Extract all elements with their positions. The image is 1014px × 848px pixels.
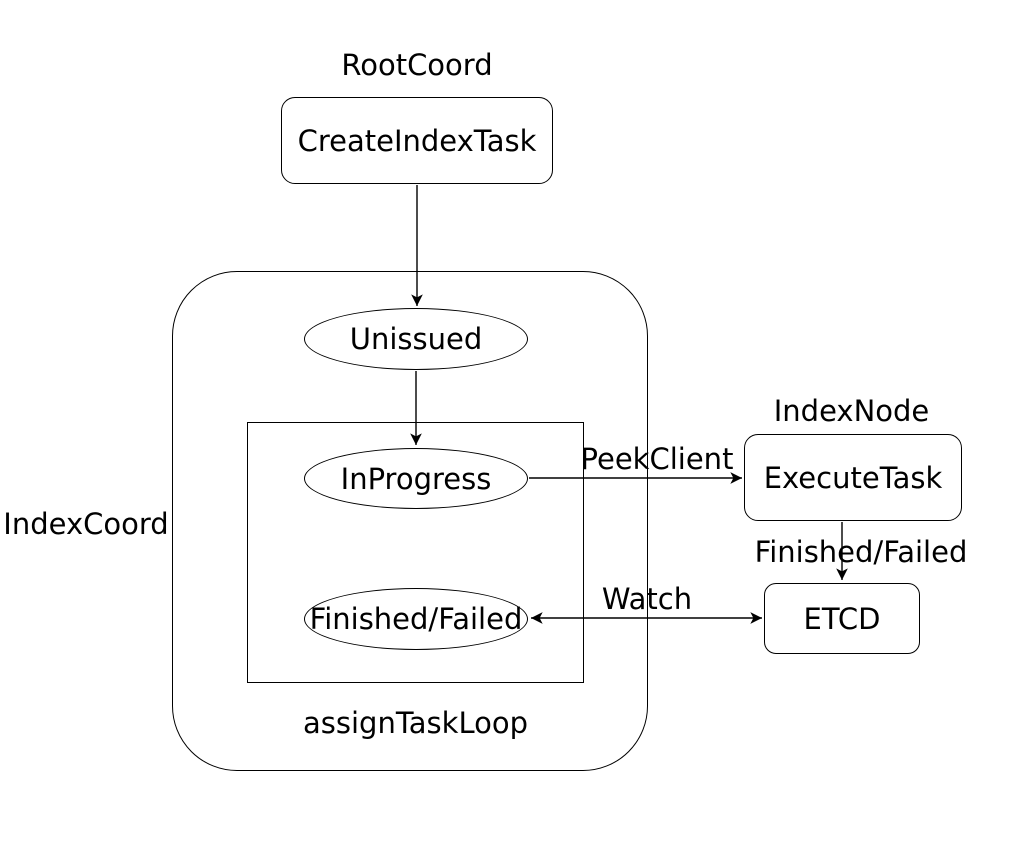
node-etcd: ETCD [764, 583, 920, 654]
node-create-index-task: CreateIndexTask [281, 97, 553, 184]
node-in-progress: InProgress [304, 448, 528, 509]
node-create-index-task-label: CreateIndexTask [297, 123, 537, 158]
node-finished-failed: Finished/Failed [304, 588, 528, 650]
index-node-label: IndexNode [773, 394, 930, 428]
index-coord-label: IndexCoord [3, 507, 169, 541]
assign-task-loop-label: assignTaskLoop [303, 706, 528, 740]
edge-label-peek-client: PeekClient [580, 442, 734, 476]
index-coord-container [172, 271, 648, 771]
edge-label-watch: Watch [601, 582, 693, 616]
root-coord-label: RootCoord [341, 48, 493, 82]
node-finished-failed-label: Finished/Failed [309, 602, 523, 636]
edge-label-finished-failed: Finished/Failed [754, 535, 968, 569]
node-etcd-label: ETCD [803, 601, 881, 636]
node-execute-task: ExecuteTask [744, 434, 962, 521]
node-execute-task-label: ExecuteTask [763, 460, 943, 495]
node-unissued: Unissued [304, 308, 528, 370]
node-in-progress-label: InProgress [340, 461, 492, 496]
node-unissued-label: Unissued [349, 322, 483, 356]
